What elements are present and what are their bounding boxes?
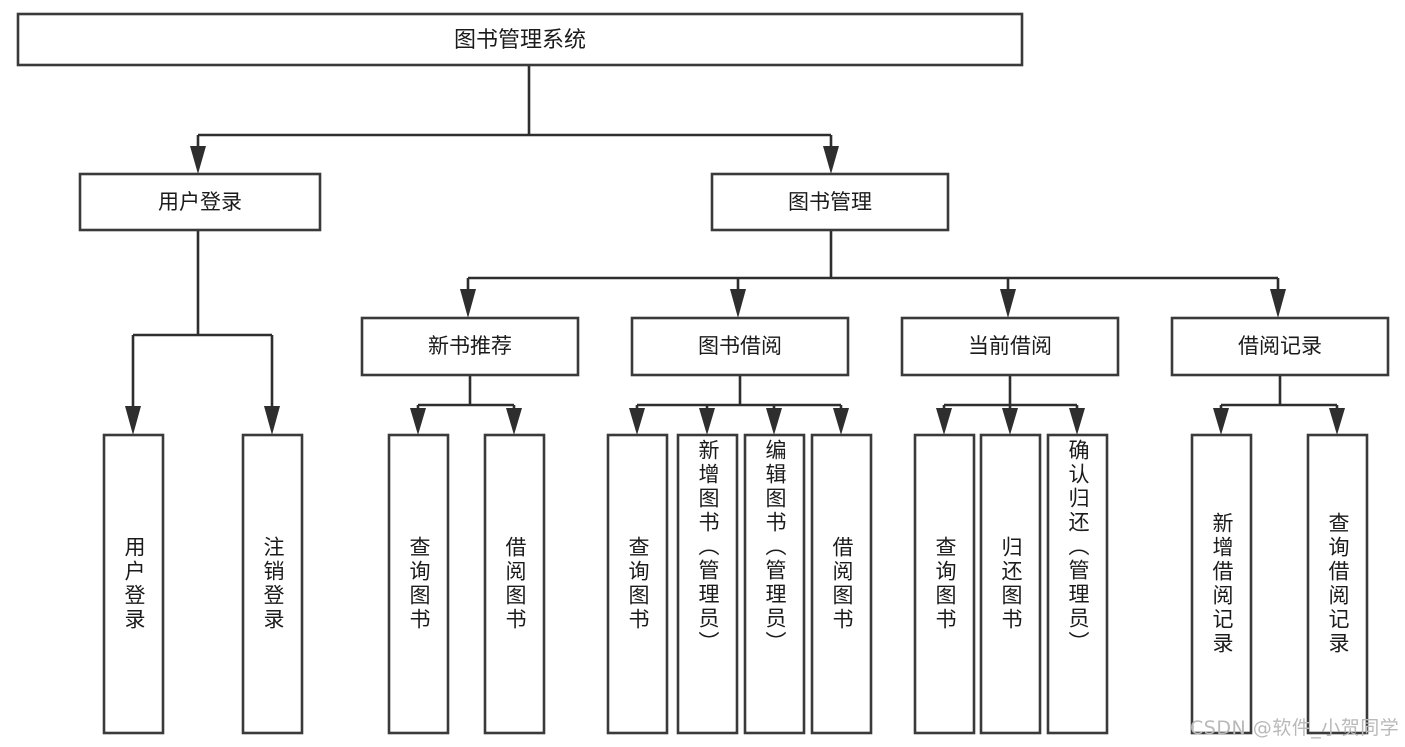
arrow-head-leaf-query-book-rec — [410, 408, 426, 435]
arrow-head-leaf-query-book-cur — [936, 408, 952, 435]
node-current-borrow-label: 当前借阅 — [968, 334, 1052, 358]
node-book-manage[interactable]: 图书管理 — [710, 172, 950, 232]
node-leaf-return-book-rect[interactable] — [979, 433, 1042, 735]
node-new-book-recommend[interactable]: 新书推荐 — [360, 316, 580, 377]
arrow-head-current-borrow — [1000, 289, 1016, 318]
node-borrow-record-rect[interactable] — [1170, 316, 1390, 377]
connector-group-borrow-record — [1213, 375, 1345, 435]
arrow-head-leaf-user-login — [125, 406, 141, 435]
node-leaf-add-book-rect[interactable] — [676, 433, 739, 735]
arrow-head-book-borrow — [730, 289, 746, 318]
node-root-label: 图书管理系统 — [454, 28, 586, 53]
csdn-watermark: CSDN @软件_小贺同学 — [1190, 717, 1400, 739]
connector-group-book-manage — [460, 230, 1286, 318]
arrow-head-leaf-borrow-book-rec — [506, 408, 522, 435]
node-leaf-add-record-rect[interactable] — [1190, 433, 1253, 735]
arrow-head-leaf-add-book — [699, 408, 715, 435]
node-book-manage-label: 图书管理 — [788, 190, 872, 214]
node-book-manage-rect[interactable] — [710, 172, 950, 232]
arrow-head-leaf-borrow-book-bor — [833, 408, 849, 435]
connector-group-current-borrow — [936, 375, 1085, 435]
node-leaf-query-book-rec-rect[interactable] — [387, 433, 450, 735]
node-user-login-rect[interactable] — [78, 172, 322, 232]
node-current-borrow[interactable]: 当前借阅 — [900, 316, 1120, 377]
node-new-book-recommend-rect[interactable] — [360, 316, 580, 377]
node-leaf-user-login-rect[interactable] — [102, 433, 165, 735]
node-book-borrow-label: 图书借阅 — [698, 334, 782, 358]
node-leaf-confirm-return-rect[interactable] — [1046, 433, 1109, 735]
leaf-box-group — [102, 433, 1369, 735]
arrow-head-leaf-confirm-return — [1069, 408, 1085, 435]
arrow-head-leaf-edit-book — [766, 408, 782, 435]
arrow-head-user-login — [190, 146, 206, 174]
node-current-borrow-rect[interactable] — [900, 316, 1120, 377]
node-root-rect[interactable] — [16, 12, 1024, 67]
arrow-head-new-book-recommend — [460, 289, 476, 318]
connector-group-root — [190, 65, 839, 174]
node-new-book-recommend-label: 新书推荐 — [428, 334, 512, 358]
node-user-login-label: 用户登录 — [158, 190, 242, 214]
connector-group-user-login — [125, 230, 280, 435]
arrow-head-leaf-logout — [264, 406, 280, 435]
arrow-head-leaf-query-record — [1329, 408, 1345, 435]
node-book-borrow[interactable]: 图书借阅 — [630, 316, 850, 377]
node-book-borrow-rect[interactable] — [630, 316, 850, 377]
arrow-head-borrow-record — [1270, 289, 1286, 318]
connector-group-book-borrow — [629, 375, 849, 435]
node-leaf-logout-rect[interactable] — [241, 433, 304, 735]
arrow-head-leaf-add-record — [1213, 408, 1229, 435]
arrow-head-leaf-return-book — [1002, 408, 1018, 435]
node-leaf-borrow-book-rec-rect[interactable] — [483, 433, 546, 735]
node-borrow-record-label: 借阅记录 — [1238, 334, 1322, 358]
arrow-head-book-manage — [823, 146, 839, 174]
node-leaf-borrow-book-bor-rect[interactable] — [810, 433, 873, 735]
node-leaf-edit-book-rect[interactable] — [743, 433, 806, 735]
node-borrow-record[interactable]: 借阅记录 — [1170, 316, 1390, 377]
arrow-head-leaf-query-book-bor — [629, 408, 645, 435]
node-root[interactable]: 图书管理系统 — [16, 12, 1024, 67]
node-user-login[interactable]: 用户登录 — [78, 172, 322, 232]
node-leaf-query-book-bor-rect[interactable] — [606, 433, 669, 735]
connector-group-new-book-recommend — [410, 375, 522, 435]
node-leaf-query-book-cur-rect[interactable] — [913, 433, 976, 735]
node-leaf-query-record-rect[interactable] — [1306, 433, 1369, 735]
